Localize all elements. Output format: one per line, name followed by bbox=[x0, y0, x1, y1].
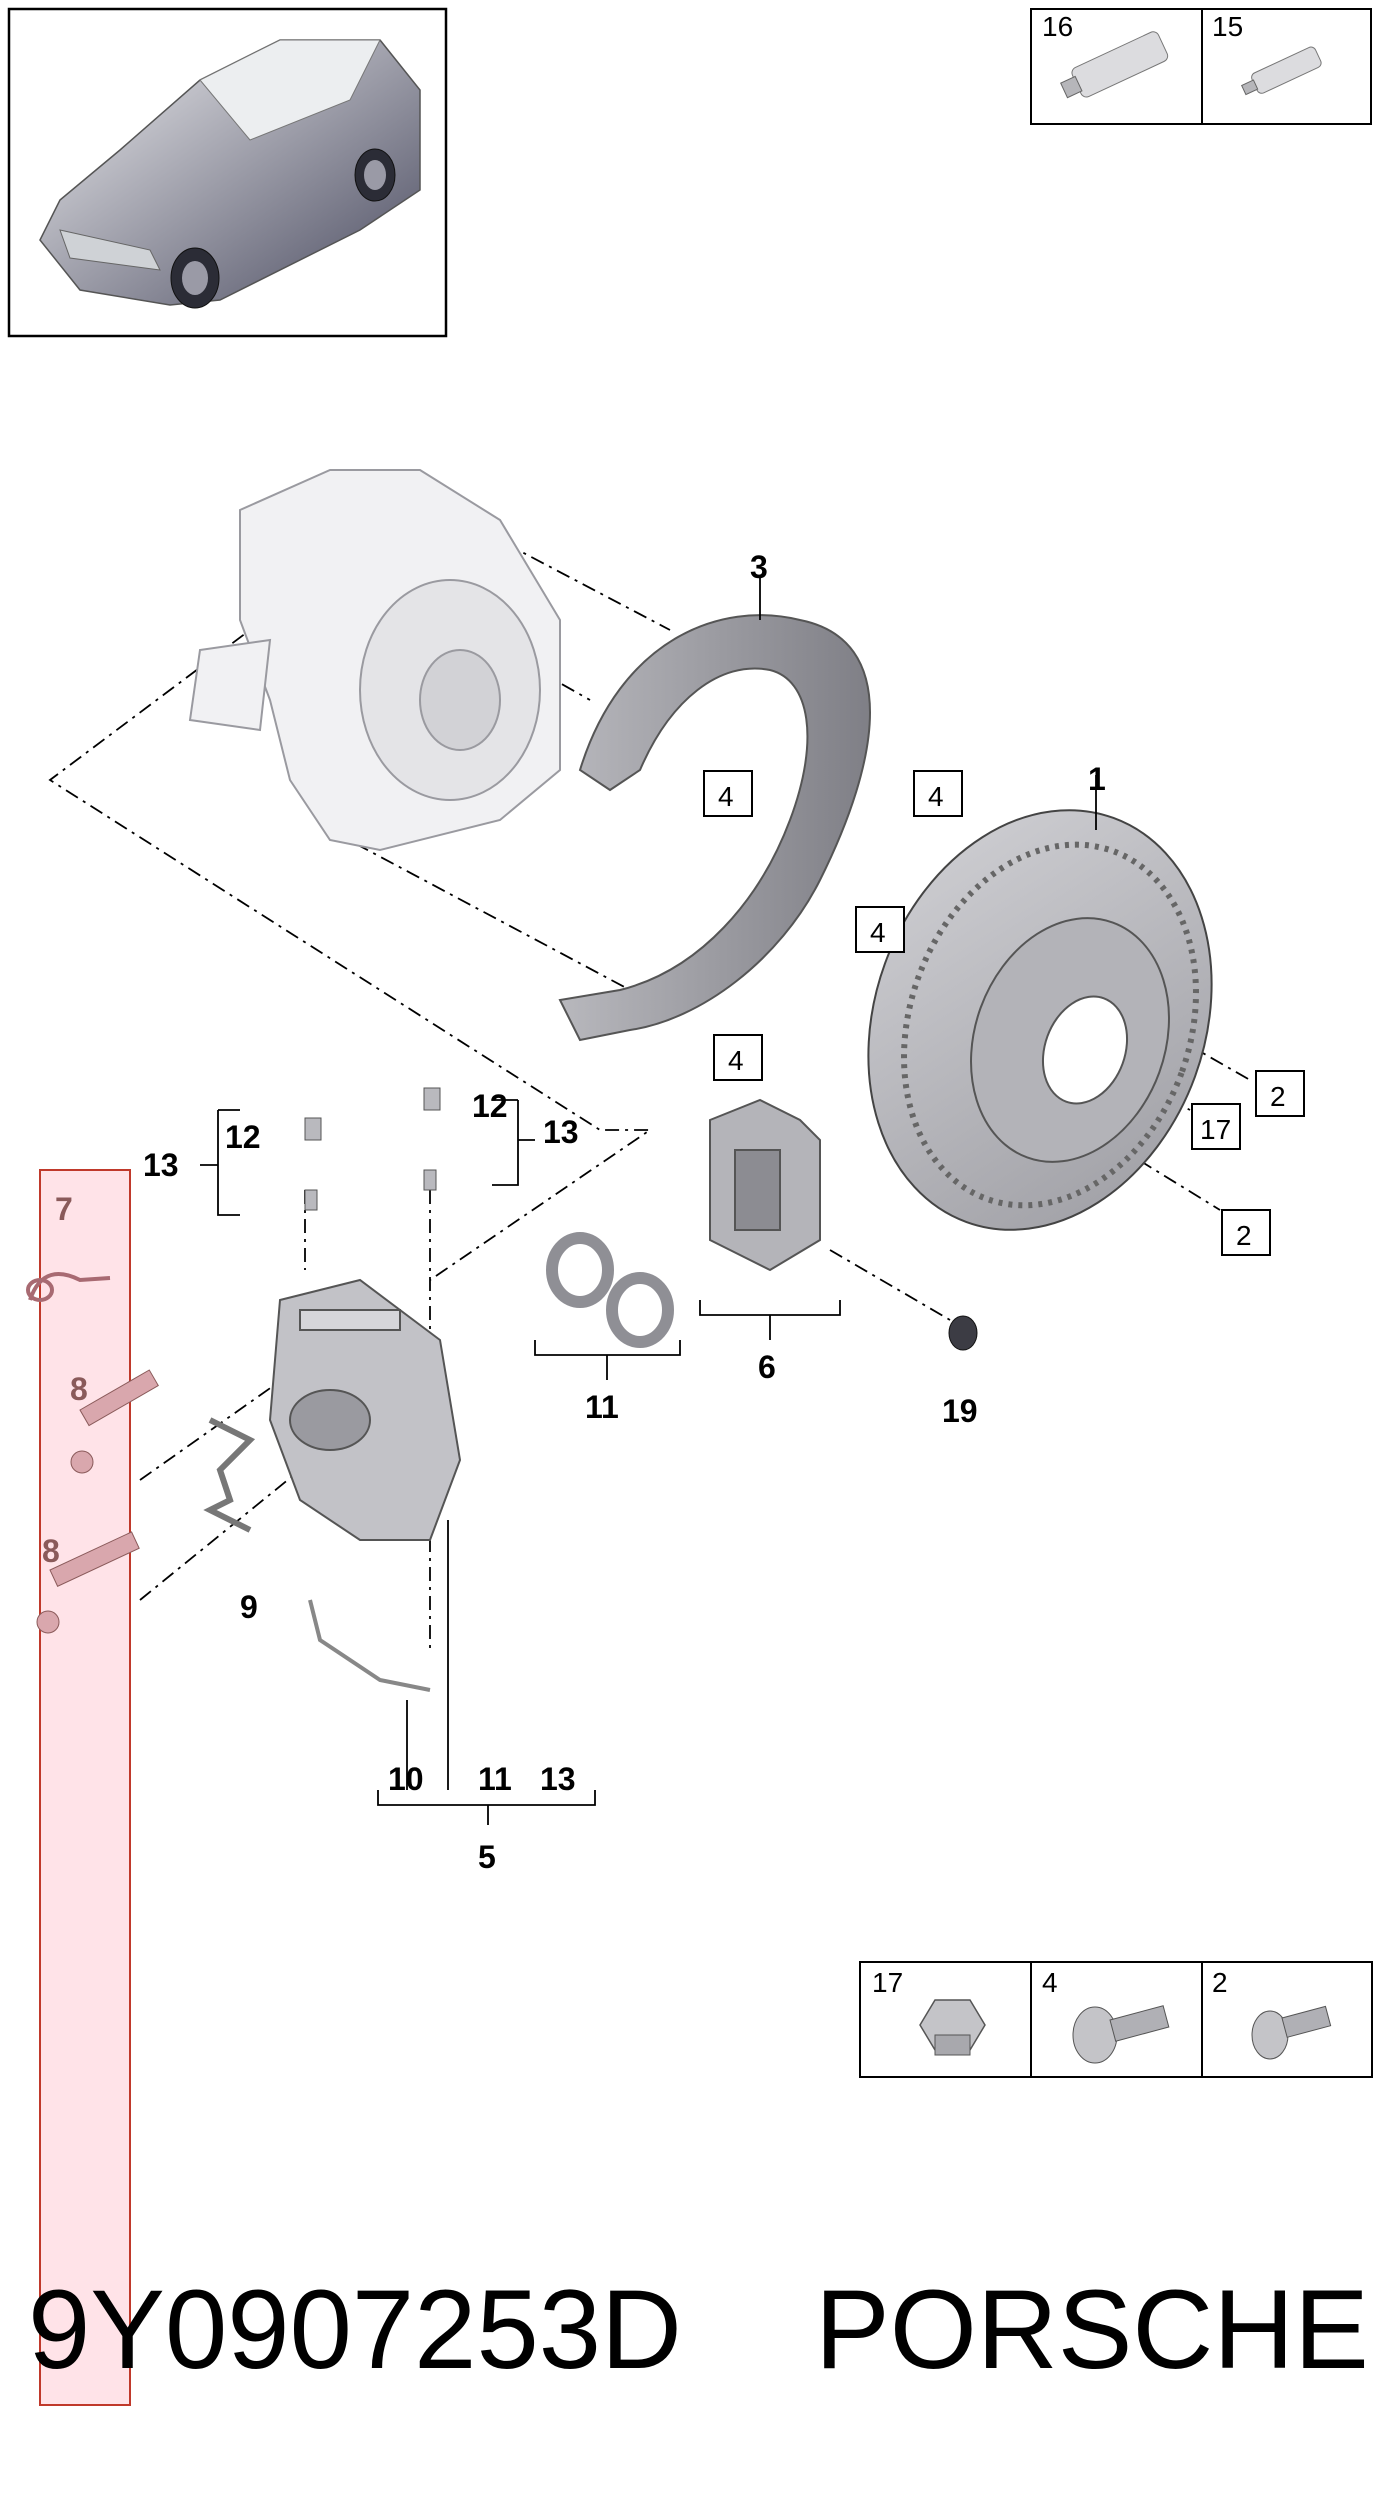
callout-disc: 1 bbox=[1088, 761, 1106, 797]
callout-caliper-sub-a: 10 bbox=[388, 1761, 424, 1797]
brake-caliper bbox=[268, 1278, 462, 1541]
hex-bolt-icon bbox=[919, 1999, 986, 2056]
grease-tube-small-icon bbox=[1240, 46, 1322, 96]
part-number: 9Y0907253D bbox=[28, 2267, 682, 2392]
callout-pin-lower: 8 bbox=[42, 1533, 60, 1569]
seal-rings bbox=[546, 1232, 674, 1348]
wear-sensor-part bbox=[26, 1272, 111, 1302]
pad-wear-sensor bbox=[948, 1315, 978, 1351]
callout-shield-bolt-d: 4 bbox=[728, 1045, 744, 1076]
callout-caliper-sub-c: 13 bbox=[540, 1761, 576, 1797]
callout-bleeder-left-group: 13 bbox=[143, 1147, 179, 1183]
callout-boxes bbox=[703, 770, 1305, 1256]
callout-disc-bolt: 17 bbox=[1200, 1114, 1231, 1145]
grease-tube-icon bbox=[1060, 31, 1169, 99]
hardware-num-2: 2 bbox=[1212, 1967, 1228, 1998]
guide-pin-upper bbox=[70, 1369, 159, 1474]
vehicle-thumbnail bbox=[7, 7, 448, 338]
callout-shield-bolt-c: 4 bbox=[870, 917, 886, 948]
hardware-num-4: 4 bbox=[1042, 1967, 1058, 1998]
brand-name: PORSCHE bbox=[815, 2267, 1369, 2392]
bleeder-valve-right bbox=[423, 1087, 441, 1191]
splash-shield bbox=[558, 614, 871, 1042]
bracket-lines bbox=[200, 575, 1097, 1825]
brake-line bbox=[308, 1599, 431, 1692]
callout-shield-bolt-b: 4 bbox=[928, 781, 944, 812]
car-icon bbox=[39, 39, 421, 309]
callout-pads: 6 bbox=[758, 1349, 776, 1385]
anti-rattle-spring bbox=[203, 1417, 256, 1533]
guide-pin-lower bbox=[36, 1531, 140, 1634]
countersunk-screw-icon bbox=[1251, 2005, 1332, 2060]
callout-bleeder-left-cap: 12 bbox=[225, 1119, 261, 1155]
hardware-num-16: 16 bbox=[1042, 11, 1073, 42]
callout-bleeder-right-group: 13 bbox=[543, 1114, 579, 1150]
callout-caliper-sub-b: 11 bbox=[478, 1761, 512, 1797]
hardware-num-17: 17 bbox=[872, 1967, 903, 1998]
flange-bolt-icon bbox=[1072, 2005, 1170, 2064]
callout-pin-upper: 8 bbox=[70, 1371, 88, 1407]
callout-seal-kit: 11 bbox=[585, 1389, 619, 1425]
wheel-carrier bbox=[188, 469, 561, 852]
brake-pads bbox=[709, 1098, 821, 1272]
brake-disc bbox=[867, 809, 1213, 1231]
callout-pad-sensor: 19 bbox=[942, 1393, 978, 1429]
callout-disc-screw-a: 2 bbox=[1270, 1081, 1286, 1112]
highlight-column bbox=[39, 1169, 131, 2406]
hardware-box-top: 16 15 bbox=[1030, 8, 1372, 125]
callout-shield: 3 bbox=[750, 549, 768, 585]
hardware-num-15: 15 bbox=[1212, 11, 1243, 42]
callout-spring: 9 bbox=[240, 1589, 258, 1625]
callout-caliper-assembly: 5 bbox=[478, 1839, 496, 1875]
callout-disc-screw-b: 2 bbox=[1236, 1220, 1252, 1251]
callout-wear-sensor: 7 bbox=[55, 1191, 73, 1227]
callout-shield-bolt-a: 4 bbox=[718, 781, 734, 812]
callout-bleeder-right-cap: 12 bbox=[472, 1088, 508, 1124]
hardware-box-bottom: 17 4 2 bbox=[859, 1961, 1373, 2078]
bleeder-valve-left bbox=[304, 1117, 322, 1211]
